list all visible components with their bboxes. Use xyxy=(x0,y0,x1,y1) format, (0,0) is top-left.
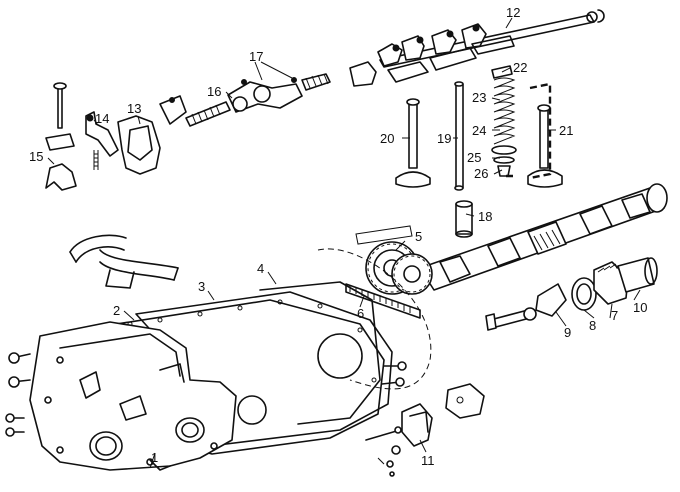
cover-bolts xyxy=(5,352,407,437)
callout-labels: 1 2 3 4 5 6 7 8 9 10 11 12 13 14 15 16 1… xyxy=(29,5,647,468)
callout-12: 12 xyxy=(506,5,520,20)
callout-17: 17 xyxy=(249,49,263,64)
leader-lines xyxy=(47,17,641,469)
callout-22: 22 xyxy=(513,60,527,75)
callout-14: 14 xyxy=(95,111,109,126)
tappet-assembly xyxy=(45,82,161,191)
callout-18: 18 xyxy=(478,209,492,224)
callout-24: 24 xyxy=(472,123,486,138)
callout-11: 11 xyxy=(421,453,435,468)
callout-3: 3 xyxy=(198,279,205,294)
callout-5: 5 xyxy=(415,229,422,244)
callout-21: 21 xyxy=(559,123,573,138)
camshaft xyxy=(419,183,668,291)
callout-6: 6 xyxy=(357,306,364,321)
callout-13: 13 xyxy=(127,101,141,116)
bearing-parts xyxy=(485,257,658,331)
callout-2: 2 xyxy=(113,303,120,318)
callout-23: 23 xyxy=(472,90,486,105)
callout-20: 20 xyxy=(380,131,394,146)
timing-chain-assembly xyxy=(317,225,433,390)
callout-10: 10 xyxy=(633,300,647,315)
callout-19: 19 xyxy=(437,131,451,146)
water-pipe xyxy=(69,234,179,289)
callout-7: 7 xyxy=(611,308,618,323)
callout-16: 16 xyxy=(207,84,221,99)
callout-4: 4 xyxy=(257,261,264,276)
callout-15: 15 xyxy=(29,149,43,164)
callout-26: 26 xyxy=(474,166,488,181)
tappet-guide xyxy=(455,200,473,238)
callout-9: 9 xyxy=(564,325,571,340)
callout-1: 1 xyxy=(151,450,158,465)
callout-8: 8 xyxy=(589,318,596,333)
callout-25: 25 xyxy=(467,150,481,165)
front-cover xyxy=(29,321,237,471)
rocker-shaft-assembly xyxy=(349,9,605,87)
rocker-arm-group xyxy=(159,73,331,127)
chain-tensioner xyxy=(365,383,485,477)
